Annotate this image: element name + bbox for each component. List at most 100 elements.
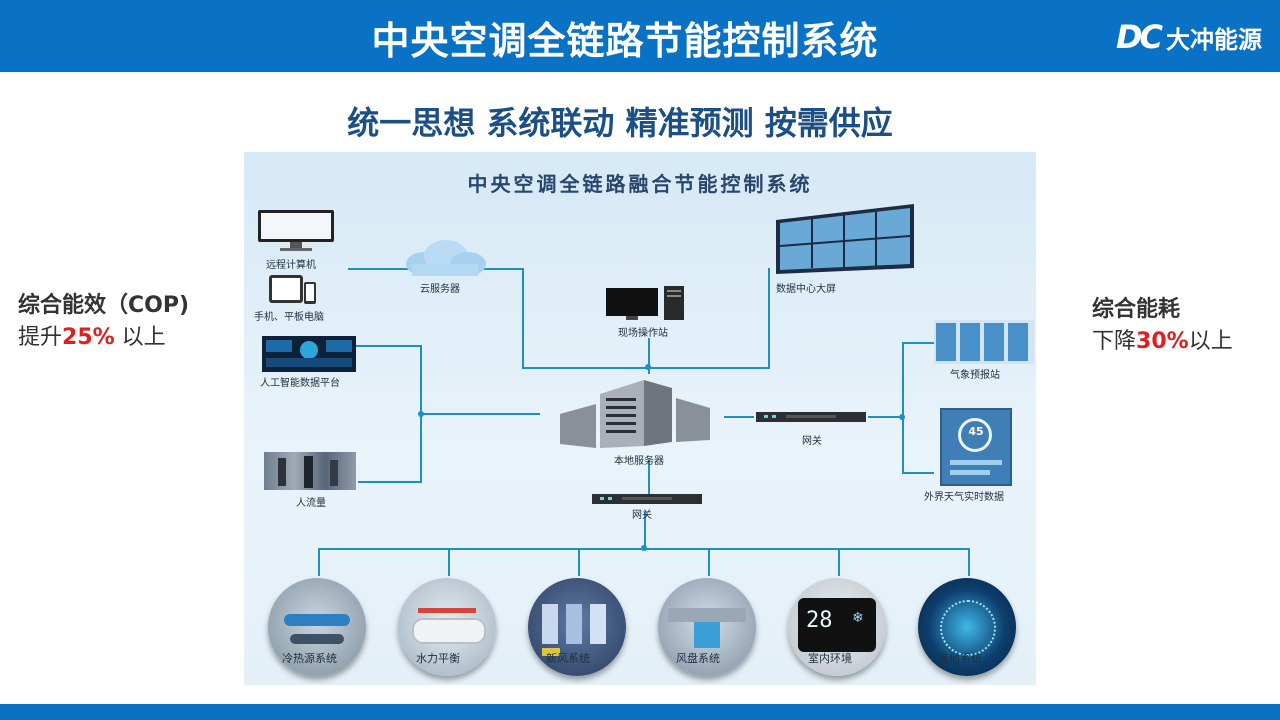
weather-gauge bbox=[958, 418, 992, 452]
energy-prefix: 下降 bbox=[1092, 329, 1137, 354]
cop-prefix: 提升 bbox=[18, 325, 63, 350]
cop-heading: 综合能效（COP) bbox=[18, 293, 190, 318]
other-systems-image bbox=[918, 578, 1016, 676]
wire bbox=[902, 472, 934, 474]
person-figure bbox=[330, 460, 338, 486]
weather-station-icon bbox=[934, 320, 1034, 364]
pipe-shape bbox=[284, 614, 350, 626]
cop-suffix: 以上 bbox=[114, 325, 166, 350]
video-wall-label: 数据中心大屏 bbox=[776, 284, 836, 295]
snowflake-icon: ❄ bbox=[852, 610, 864, 626]
gateway-bottom-icon bbox=[592, 494, 702, 504]
wire bbox=[648, 338, 650, 374]
subsystem-label: 风盘系统 bbox=[676, 652, 720, 665]
company-logo: DC 大冲能源 bbox=[1116, 18, 1262, 56]
system-diagram: 中央空调全链路融合节能控制系统 远程计算机 手机、平板电脑 bbox=[244, 152, 1036, 685]
thermostat-reading: 28 bbox=[806, 608, 833, 633]
energy-suffix: 以上 bbox=[1188, 329, 1233, 354]
wire bbox=[318, 548, 320, 576]
weather-bar bbox=[950, 470, 990, 475]
subsystem-label: 其他系统 bbox=[938, 652, 982, 665]
wire bbox=[648, 460, 650, 494]
diagram-title: 中央空调全链路融合节能控制系统 bbox=[467, 172, 813, 196]
cold-heat-source-image bbox=[268, 578, 366, 676]
page-title: 中央空调全链路节能控制系统 bbox=[371, 19, 879, 63]
wire bbox=[644, 512, 646, 548]
cop-improvement: 提升25% 以上 bbox=[18, 322, 189, 354]
wire bbox=[350, 345, 422, 347]
wire bbox=[838, 548, 840, 576]
energy-heading: 综合能耗 bbox=[1092, 297, 1181, 322]
subsystem-label: 新风系统 bbox=[546, 652, 590, 665]
wire bbox=[358, 481, 422, 483]
subsystem-label: 冷热源系统 bbox=[282, 652, 337, 665]
wire bbox=[448, 548, 450, 576]
duct-shape bbox=[668, 608, 746, 622]
filter-shape bbox=[542, 604, 558, 644]
indicator-shape bbox=[542, 648, 560, 656]
junction-dot bbox=[418, 411, 424, 417]
people-flow-label: 人流量 bbox=[296, 498, 326, 509]
subsystem-label: 水力平衡 bbox=[416, 652, 460, 665]
wire bbox=[902, 342, 904, 474]
fresh-air-image bbox=[528, 578, 626, 676]
workstation-icon bbox=[606, 286, 684, 320]
local-server-icon bbox=[560, 380, 710, 448]
weather-reading: 45 bbox=[968, 425, 984, 438]
indoor-environment-image: 28 ❄ bbox=[788, 578, 886, 676]
realtime-weather-panel: 45 bbox=[940, 408, 1012, 486]
energy-reduction: 下降30%以上 bbox=[1092, 326, 1233, 358]
pipe-shape bbox=[290, 634, 344, 644]
junction-dot bbox=[899, 414, 905, 420]
cloud-icon bbox=[406, 240, 486, 276]
cloud-label: 云服务器 bbox=[420, 284, 460, 295]
tablet-phone-icon bbox=[269, 275, 316, 304]
junction-dot bbox=[645, 364, 651, 370]
people-flow-photo bbox=[264, 452, 356, 490]
remote-computer-label: 远程计算机 bbox=[266, 260, 316, 271]
logo-mark: DC bbox=[1115, 18, 1163, 56]
subsystem-label: 室内环境 bbox=[808, 652, 852, 665]
wire bbox=[522, 268, 524, 368]
weather-station-label: 气象预报站 bbox=[950, 370, 1000, 381]
globe-ring bbox=[940, 600, 996, 656]
footer-bar bbox=[0, 704, 1280, 720]
realtime-weather-label: 外界天气实时数据 bbox=[924, 492, 1004, 503]
tank-shape bbox=[412, 618, 486, 644]
pipe-shape bbox=[418, 608, 476, 613]
workstation-label: 现场操作站 bbox=[618, 328, 668, 339]
wire bbox=[420, 413, 540, 415]
cop-value: 25% bbox=[62, 325, 115, 350]
energy-panel: 综合能耗 下降30%以上 bbox=[1092, 294, 1233, 358]
wire bbox=[968, 548, 970, 576]
video-wall-icon bbox=[776, 204, 914, 274]
logo-text: 大冲能源 bbox=[1166, 25, 1262, 54]
wire bbox=[578, 548, 580, 576]
gateway-bottom-label: 网关 bbox=[632, 510, 652, 521]
cop-panel: 综合能效（COP) 提升25% 以上 bbox=[18, 290, 189, 354]
filter-shape bbox=[566, 604, 582, 644]
ai-platform-label: 人工智能数据平台 bbox=[260, 378, 340, 389]
wire bbox=[902, 342, 934, 344]
hydraulic-balance-image bbox=[398, 578, 496, 676]
gateway-right-icon bbox=[756, 412, 866, 422]
header-bar: 中央空调全链路节能控制系统 DC 大冲能源 bbox=[0, 0, 1280, 72]
thermostat-panel: 28 ❄ bbox=[798, 598, 876, 652]
gateway-right-label: 网关 bbox=[802, 436, 822, 447]
weather-bar bbox=[950, 460, 1002, 465]
remote-computer-icon bbox=[258, 210, 334, 251]
junction-dot bbox=[641, 545, 647, 551]
person-figure bbox=[304, 456, 313, 488]
person-figure bbox=[278, 458, 286, 486]
local-server-label: 本地服务器 bbox=[614, 456, 664, 467]
wire bbox=[724, 416, 754, 418]
coil-shape bbox=[694, 622, 720, 648]
fan-coil-image bbox=[658, 578, 756, 676]
ai-platform-icon bbox=[262, 336, 356, 372]
energy-value: 30% bbox=[1136, 329, 1189, 354]
slogan: 统一思想 系统联动 精准预测 按需供应 bbox=[347, 104, 893, 142]
wire bbox=[868, 416, 904, 418]
wire bbox=[708, 548, 710, 576]
mobile-label: 手机、平板电脑 bbox=[254, 312, 324, 323]
filter-shape bbox=[590, 604, 606, 644]
